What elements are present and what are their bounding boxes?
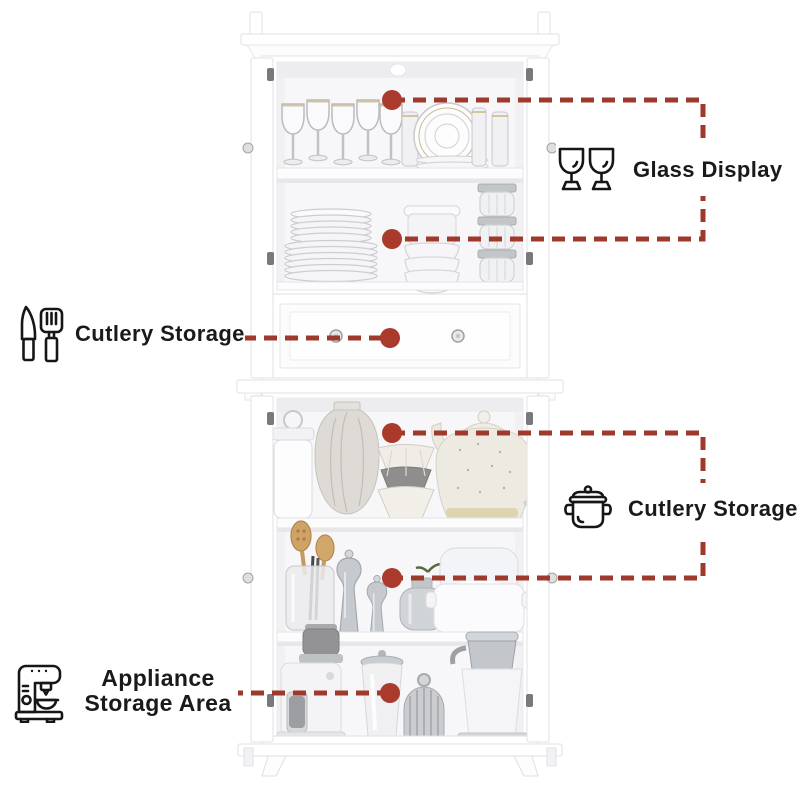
lower-left-door bbox=[242, 395, 274, 743]
covered-dish bbox=[425, 547, 533, 633]
coffee-machine-icon bbox=[10, 659, 66, 723]
callout-dot bbox=[382, 423, 402, 443]
lower-right-door bbox=[526, 395, 558, 743]
hinge bbox=[526, 412, 533, 425]
upper-shelf bbox=[276, 167, 524, 183]
upper-cabinet-bottom bbox=[276, 281, 524, 291]
decorative-vase bbox=[314, 401, 380, 515]
hinge bbox=[267, 694, 274, 707]
annotation-label-cutlery-storage-cabinet: Cutlery Storage bbox=[560, 483, 800, 535]
callout-dot bbox=[382, 229, 402, 249]
cooking-pot-icon bbox=[560, 485, 616, 533]
knife-spatula-icon bbox=[14, 304, 64, 364]
cutlery-drawer bbox=[267, 293, 533, 379]
milk-pitcher bbox=[360, 650, 404, 740]
ribbed-canister bbox=[403, 673, 445, 737]
annotation-label-glass-display: Glass Display bbox=[556, 144, 789, 196]
annotation-text: Glass Display bbox=[633, 157, 783, 183]
left-leg bbox=[261, 755, 287, 777]
right-leg bbox=[513, 755, 539, 777]
hinge bbox=[267, 68, 274, 81]
annotation-label-cutlery-storage-drawer: Cutlery Storage bbox=[14, 303, 245, 365]
door-knob bbox=[242, 142, 254, 154]
annotation-text: Cutlery Storage bbox=[75, 321, 245, 347]
callout-dot bbox=[380, 683, 400, 703]
hinge bbox=[267, 252, 274, 265]
hinge bbox=[526, 68, 533, 81]
wine-glasses-icon bbox=[556, 145, 618, 195]
upper-left-door bbox=[242, 57, 274, 379]
callout-dot bbox=[382, 568, 402, 588]
drawer-knob-right bbox=[451, 329, 465, 343]
door-knob bbox=[242, 572, 254, 584]
lower-shelf-2 bbox=[276, 631, 524, 646]
plate-stack bbox=[284, 208, 378, 283]
callout-dot bbox=[380, 328, 400, 348]
bowls-and-container bbox=[403, 205, 461, 294]
annotation-label-appliance-storage-area: Appliance Storage Area bbox=[10, 656, 238, 726]
annotation-text: Appliance Storage Area bbox=[84, 665, 232, 716]
annotation-text: Cutlery Storage bbox=[628, 496, 798, 522]
callout-dot bbox=[382, 90, 402, 110]
utensil-jar bbox=[285, 520, 335, 631]
hinge bbox=[267, 412, 274, 425]
lower-shelf-1 bbox=[276, 517, 524, 532]
hinge bbox=[526, 694, 533, 707]
cone-bowls bbox=[377, 444, 435, 521]
hinge bbox=[526, 252, 533, 265]
